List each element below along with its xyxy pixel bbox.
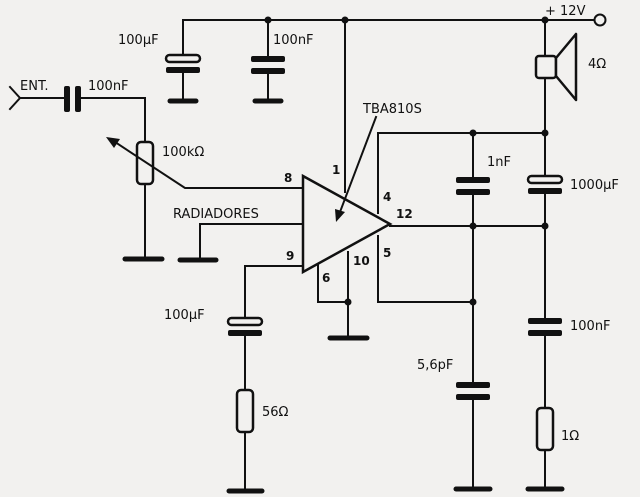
speaker-value: 4Ω <box>588 57 606 72</box>
ic-name: TBA810S <box>362 102 422 117</box>
pot-value: 100kΩ <box>162 145 204 160</box>
potentiometer-100k: 100kΩ <box>122 97 204 262</box>
c-pin9-value: 100µF <box>164 308 205 323</box>
c-boot-value: 1nF <box>487 155 511 170</box>
c-out-value: 1000µF <box>570 178 619 193</box>
output-line <box>389 222 549 230</box>
capacitor-c-sup-electrolytic: 100µF <box>118 19 202 104</box>
c-sup-electrolytic-value: 100µF <box>118 33 159 48</box>
speaker: 4Ω <box>534 19 606 177</box>
pin-4-network <box>377 129 549 214</box>
tba810s-amplifier: TBA810S <box>301 102 422 275</box>
supply-label: + 12V <box>545 4 586 19</box>
pin-9-network: 100µF 56Ω <box>164 265 304 494</box>
pin-5-label: 5 <box>383 246 391 260</box>
c-in-value: 100nF <box>88 79 129 94</box>
wiper-to-pin8 <box>106 137 304 189</box>
zobel-network: 100nF 1Ω <box>525 318 611 492</box>
pin-1-label: 1 <box>332 163 340 177</box>
capacitor-c-out: 1000µF <box>526 174 619 319</box>
supply-rail <box>182 16 595 24</box>
pin-9-label: 9 <box>286 249 294 263</box>
pin-6-label: 6 <box>322 271 330 285</box>
capacitor-c-boot: 1nF <box>456 132 511 230</box>
input-terminal: ENT. <box>8 79 65 111</box>
input-label: ENT. <box>20 79 48 94</box>
pins-6-10-ground <box>317 251 370 341</box>
heatsink: RADIADORES <box>173 207 304 263</box>
heatsink-label: RADIADORES <box>173 207 259 222</box>
supply-terminal: + 12V <box>545 4 607 27</box>
capacitor-c-in: 100nF <box>64 79 146 112</box>
r-pin9-value: 56Ω <box>262 405 289 420</box>
c-zobel-value: 100nF <box>570 319 611 334</box>
c-fb-value: 5,6pF <box>417 358 453 373</box>
pin-5-network <box>377 225 477 383</box>
pin-12-label: 12 <box>396 207 413 221</box>
pin-10-label: 10 <box>353 254 370 268</box>
pin-4-label: 4 <box>383 190 391 204</box>
r-zobel-value: 1Ω <box>561 429 579 444</box>
pin-8-label: 8 <box>284 171 292 185</box>
c-sup-ceramic-value: 100nF <box>273 33 314 48</box>
capacitor-c-fb: 5,6pF <box>417 358 493 492</box>
capacitor-c-sup-ceramic: 100nF <box>251 19 314 104</box>
